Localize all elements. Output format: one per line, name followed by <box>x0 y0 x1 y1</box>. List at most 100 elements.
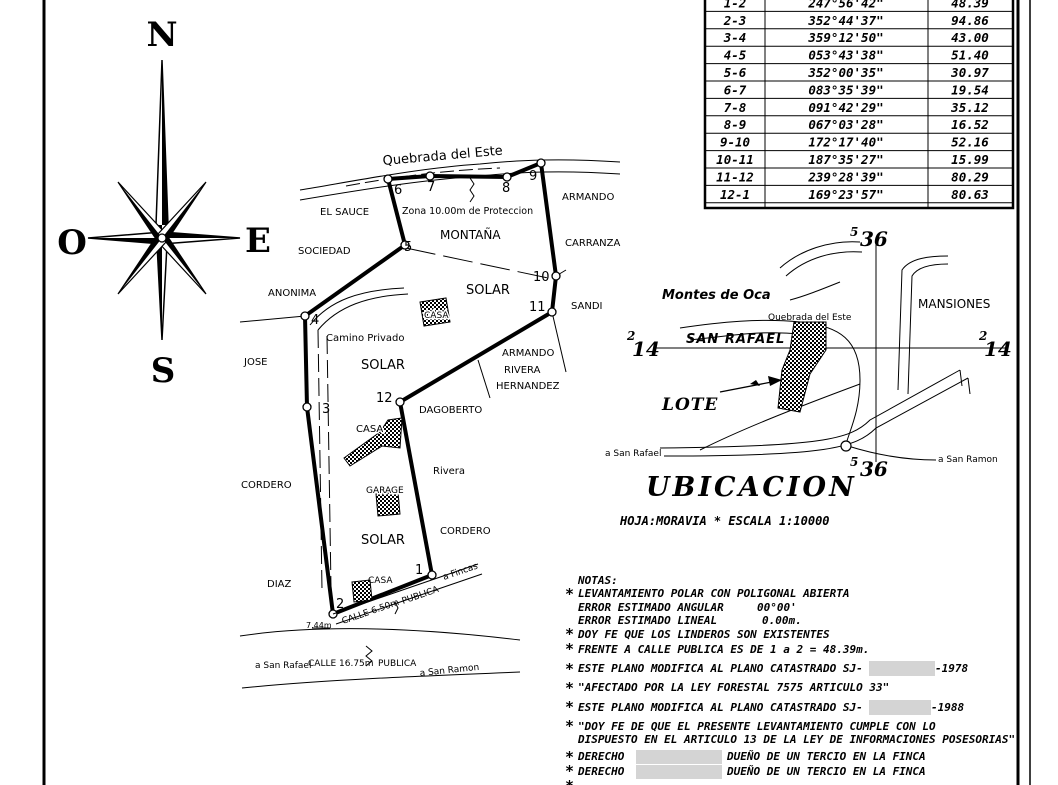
grid-5-bottom: 5 <box>850 455 858 469</box>
location-subtitle: HOJA:MORAVIA * ESCALA 1:10000 <box>619 514 830 528</box>
compass-south-label: S <box>151 351 176 391</box>
neighbor-dagoberto: DAGOBERTO <box>419 405 482 416</box>
vertex-11: 11 <box>529 300 546 315</box>
table-cell-distance: 16.52 <box>951 117 989 132</box>
house-building-3 <box>351 579 373 603</box>
vertex-5: 5 <box>404 240 412 255</box>
grid-5-top: 5 <box>850 225 858 239</box>
table-cell-line: 5-6 <box>724 65 747 80</box>
street-publica-label: PUBLICA <box>401 585 441 607</box>
house-label-1: CASA <box>424 311 449 321</box>
street-publica-label-2: PUBLICA <box>378 659 417 669</box>
redacted-box-4 <box>636 765 722 779</box>
note-3: FRENTE A CALLE PUBLICA ES DE 1 a 2 = 48.… <box>578 643 869 656</box>
table-cell-distance: 30.97 <box>950 65 989 80</box>
svg-text:*: * <box>565 640 574 658</box>
plan-protection-zone-label: Zona 10.00m de Proteccion <box>402 206 533 217</box>
table-cell-bearing: 359°12'50" <box>807 30 883 45</box>
area-montana-label: MONTAÑA <box>440 227 501 242</box>
svg-text:*: * <box>565 679 574 697</box>
area-solar-label-2: SOLAR <box>361 358 405 373</box>
note-4b: -1978 <box>935 662 968 675</box>
note-8a: DERECHO <box>577 750 625 763</box>
note-1b: ERROR ESTIMADO LINEAL <box>578 614 717 627</box>
loc-to-san-rafael-label: a San Rafael <box>605 449 661 459</box>
table-cell-line: 12-1 <box>720 187 750 202</box>
neighbor-sociedad: SOCIEDAD <box>298 246 351 257</box>
note-9b: DUEÑO DE UN TERCIO EN LA FINCA <box>726 765 926 778</box>
loc-to-san-ramon-label: a San Ramon <box>938 455 998 465</box>
svg-text:*: * <box>565 762 574 780</box>
neighbor-cordero: CORDERO <box>241 480 292 491</box>
table-cell-bearing: 091°42'29" <box>808 100 883 115</box>
neighbor-diaz: DIAZ <box>267 579 291 590</box>
street-1675-label: CALLE 16.75m <box>308 659 374 669</box>
grid-2-left: 2 <box>626 329 635 343</box>
redacted-box-2 <box>869 700 931 715</box>
house-label-2: CASA <box>356 424 383 435</box>
lot-shape <box>777 321 827 413</box>
neighbor-armando-rivera-1: ARMANDO <box>502 348 554 359</box>
note-1: LEVANTAMIENTO POLAR CON POLIGONAL ABIERT… <box>578 587 850 600</box>
table-cell-bearing: 053°43'38" <box>808 48 883 63</box>
neighbor-rivera: Rivera <box>433 466 465 477</box>
table-cell-distance: 80.63 <box>951 187 989 202</box>
table-cell-bearing: 083°35'39" <box>808 82 883 97</box>
vertex-2: 2 <box>336 597 344 612</box>
svg-text:*: * <box>565 748 574 766</box>
grid-36-bottom: 36 <box>860 457 888 481</box>
table-cell-line: 11-12 <box>716 169 754 184</box>
table-cell-line: 4-5 <box>724 48 747 63</box>
house-building-1 <box>419 297 451 327</box>
svg-text:*: * <box>565 717 574 735</box>
table-cell-distance: 15.99 <box>951 152 989 167</box>
neighbor-armando-rivera-3: HERNANDEZ <box>496 381 560 392</box>
table-cell-distance: 35.12 <box>950 100 989 115</box>
neighbor-el-sauce: EL SAUCE <box>320 207 369 218</box>
table-cell-distance: 52.16 <box>951 135 989 150</box>
grid-2-right: 2 <box>978 329 987 343</box>
svg-text:*: * <box>565 698 574 716</box>
loc-montes-label: Montes de Oca <box>662 288 771 303</box>
garage-building <box>375 491 401 517</box>
note-6a: ESTE PLANO MODIFICA AL PLANO CATASTRADO … <box>578 701 863 714</box>
area-solar-label-1: SOLAR <box>466 283 510 298</box>
note-8b: DUEÑO DE UN TERCIO EN LA FINCA <box>726 750 926 763</box>
table-cell-bearing: 169°23'57" <box>808 187 883 202</box>
to-san-rafael-label: a San Rafael <box>255 661 311 671</box>
neighbor-armando: ARMANDO <box>562 192 614 203</box>
neighbor-cordero-right: CORDERO <box>440 526 491 537</box>
note-1a: ERROR ESTIMADO ANGULAR <box>578 601 724 614</box>
table-cell-bearing: 067°03'28" <box>808 117 883 132</box>
vertex-4: 4 <box>311 313 319 328</box>
table-cell-line: 7-8 <box>724 100 747 115</box>
location-title: UBICACION <box>646 472 857 503</box>
table-cell-bearing: 172°17'40" <box>808 135 883 150</box>
vertex-12: 12 <box>376 391 393 406</box>
table-cell-distance: 94.86 <box>951 13 989 28</box>
note-1a-value: 00°00' <box>757 601 797 614</box>
note-7b: DISPUESTO EN EL ARTICULO 13 DE LA LEY DE… <box>577 733 1015 746</box>
redacted-box-3 <box>636 750 722 764</box>
table-cell-bearing: 247°56'42" <box>807 0 883 10</box>
vertex-7: 7 <box>427 180 435 195</box>
loc-creek-label: Quebrada del Este <box>768 313 852 323</box>
vertex-3: 3 <box>322 402 330 417</box>
note-1b-value: 0.00m. <box>762 614 802 627</box>
neighbor-carranza: CARRANZA <box>565 238 620 249</box>
to-san-ramon-label: a San Ramon <box>419 663 479 679</box>
loc-san-rafael-label: SAN RAFAEL <box>686 332 785 347</box>
table-cell-bearing: 239°28'39" <box>807 169 883 184</box>
grid-36-top: 36 <box>860 227 888 251</box>
vertex-10: 10 <box>533 270 550 285</box>
notes-header: NOTAS: <box>577 574 618 587</box>
table-cell-bearing: 187°35'27" <box>808 152 883 167</box>
svg-text:*: * <box>565 585 574 603</box>
table-cell-distance: 51.40 <box>951 48 989 63</box>
location-map <box>654 241 1006 462</box>
notes-block: NOTAS: * LEVANTAMIENTO POLAR CON POLIGON… <box>565 574 1015 785</box>
table-cell-distance: 43.00 <box>951 30 989 45</box>
table-cell-line: 10-11 <box>716 152 754 167</box>
